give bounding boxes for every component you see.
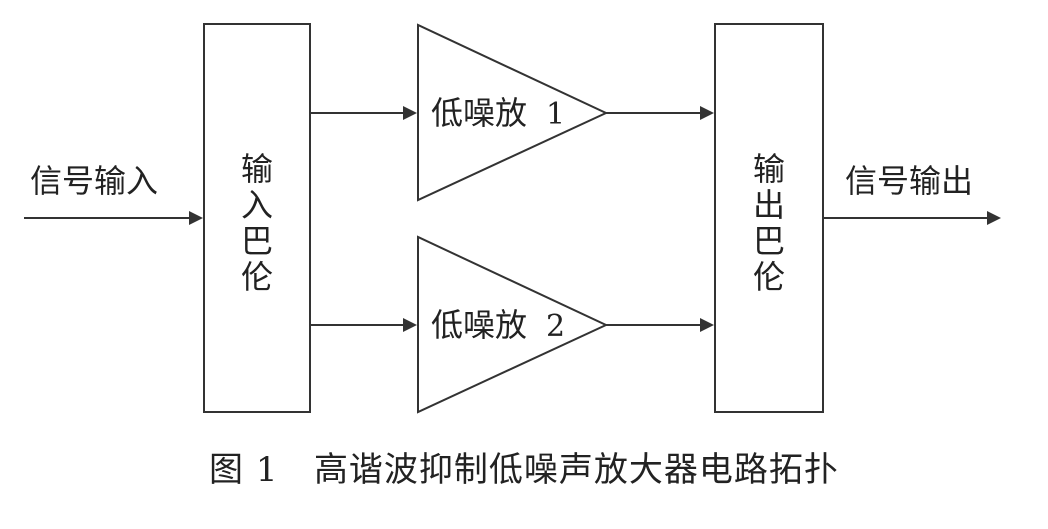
- lna1-input-arrowhead: [403, 106, 417, 120]
- input-balun-char-3: 巴: [241, 222, 273, 260]
- lna2-output-arrowhead: [700, 318, 714, 332]
- lna1-amplifier: [417, 23, 609, 202]
- figure-caption: 图 1 高谐波抑制低噪声放大器电路拓扑: [0, 442, 1048, 491]
- lna1-index: 1: [546, 97, 565, 132]
- signal-input-label: 信号输入: [30, 162, 158, 200]
- output-balun-block: [714, 23, 824, 413]
- input-arrowhead: [189, 211, 203, 225]
- figure-number: 图 1: [209, 450, 279, 490]
- output-balun-char-3: 巴: [753, 222, 785, 260]
- output-arrowhead: [987, 211, 1001, 225]
- output-balun-char-4: 伦: [753, 258, 785, 296]
- lna1-label: 低噪放: [431, 94, 527, 132]
- lna2-index: 2: [546, 309, 565, 344]
- input-balun-char-4: 伦: [241, 258, 273, 296]
- input-balun-char-1: 输: [241, 150, 273, 188]
- lna2-amplifier: [417, 235, 609, 414]
- signal-output-label: 信号输出: [845, 162, 973, 200]
- lna2-input-arrowhead: [403, 318, 417, 332]
- input-balun-block: [203, 23, 311, 413]
- input-balun-char-2: 入: [241, 186, 273, 224]
- lna2-label: 低噪放: [431, 306, 527, 344]
- output-balun-char-1: 输: [753, 150, 785, 188]
- lna1-output-arrowhead: [700, 106, 714, 120]
- circuit-topology-diagram: 信号输入 输 入 巴 伦 低噪放 1 低噪放 2 输 出 巴 伦 信号输出: [24, 23, 1001, 414]
- output-balun-char-2: 出: [753, 186, 785, 224]
- figure-title: 高谐波抑制低噪声放大器电路拓扑: [313, 450, 839, 490]
